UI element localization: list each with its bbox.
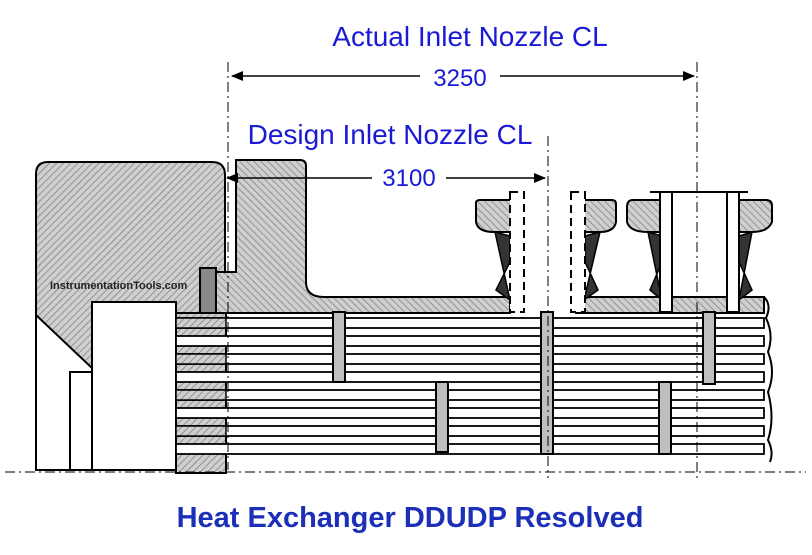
design-nozzle-label: Design Inlet Nozzle CL	[248, 119, 533, 150]
actual-dimension-value: 3250	[433, 65, 486, 92]
caption: Heat Exchanger DDUDP Resolved	[177, 502, 644, 534]
design-dimension-value: 3100	[382, 165, 435, 192]
actual-inlet-nozzle	[626, 191, 773, 313]
centerlines	[5, 62, 806, 478]
tube-bundle	[175, 317, 765, 455]
baffles	[332, 311, 716, 455]
channel-head	[35, 161, 226, 471]
actual-nozzle-label: Actual Inlet Nozzle CL	[332, 21, 607, 52]
watermark-text: InstrumentationTools.com	[50, 280, 188, 292]
design-inlet-nozzle	[475, 191, 617, 313]
